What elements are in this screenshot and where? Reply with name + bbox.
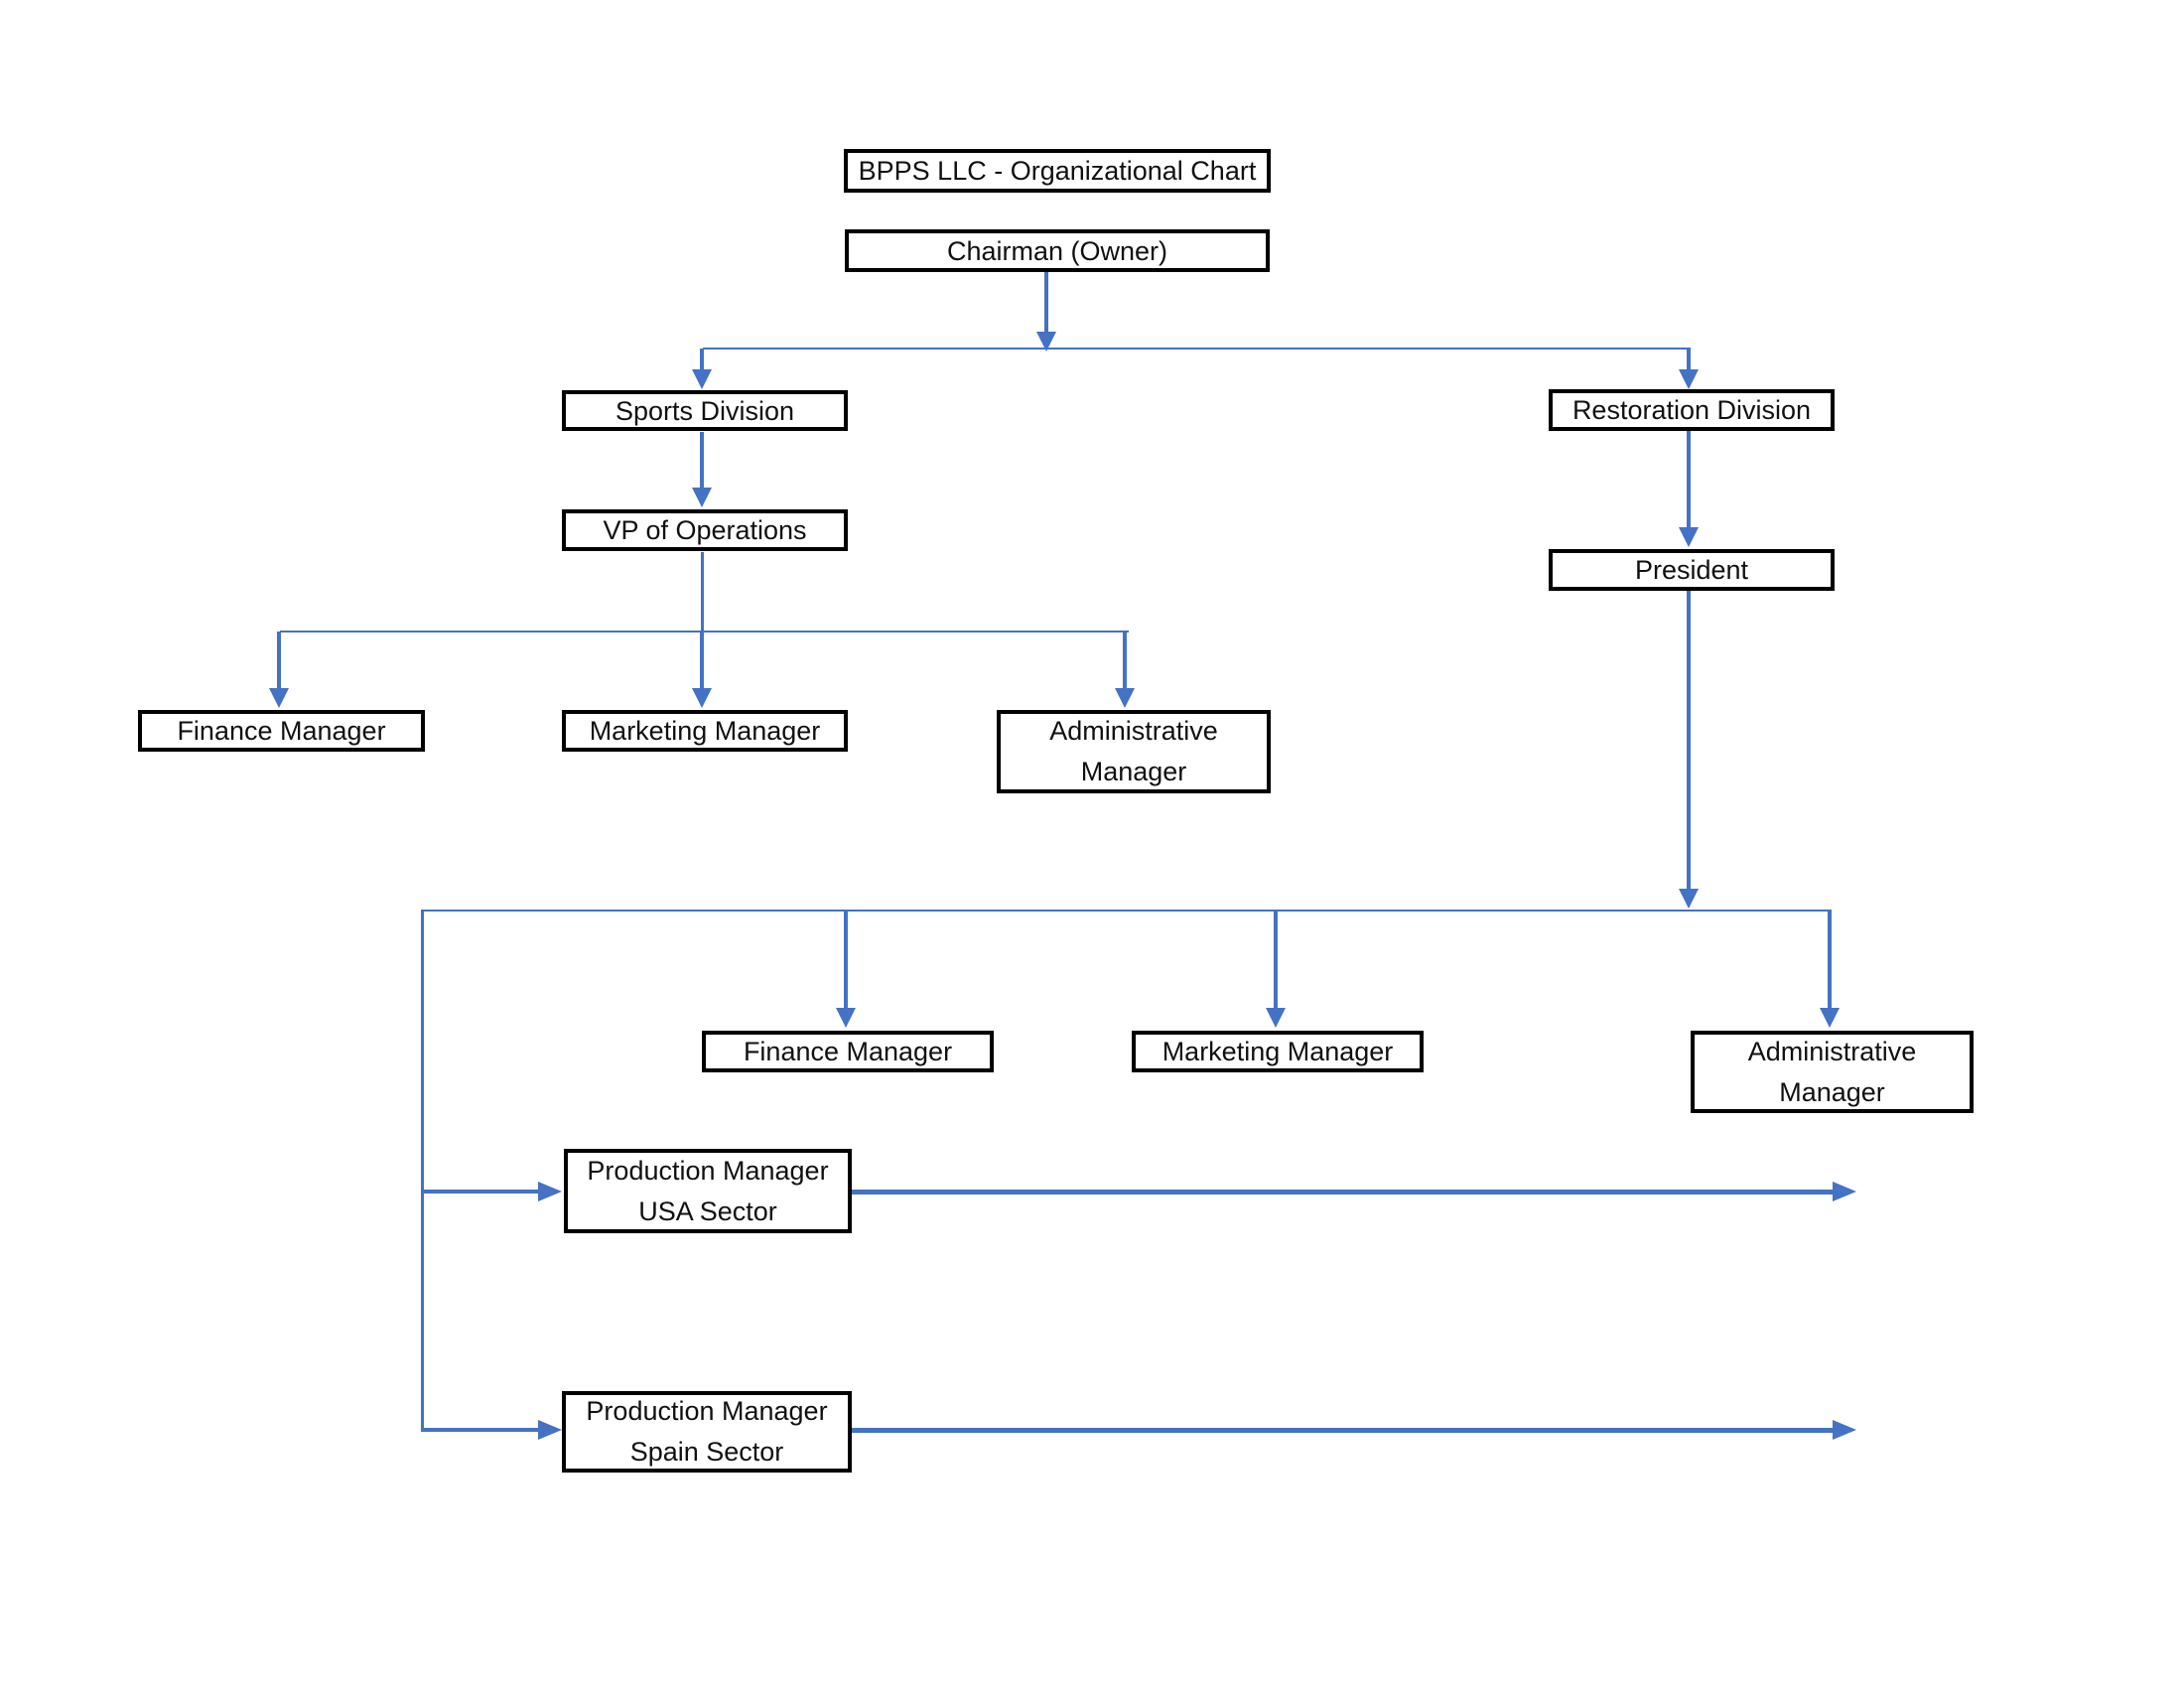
production-manager-usa-label-line1: Production Manager (587, 1155, 829, 1186)
restoration-marketing-manager-box: Marketing Manager (1132, 1031, 1424, 1072)
restoration-administrative-manager-label-line2: Manager (1779, 1076, 1885, 1107)
arrowhead-sports-finance (269, 688, 289, 708)
arrowhead-usa-in (538, 1182, 562, 1201)
sports-administrative-manager-label-line1: Administrative (1049, 716, 1218, 746)
connector-division-branch-line (703, 348, 1691, 350)
president-label: President (1634, 555, 1749, 585)
chart-title-box: BPPS LLC - Organizational Chart (844, 149, 1271, 193)
arrowhead-restoration-marketing (1266, 1008, 1286, 1028)
connector-restoration-to-president (1687, 431, 1691, 527)
connector-sports-to-vp (700, 432, 704, 489)
connector-sports-finance-drop (277, 632, 281, 689)
production-manager-usa-box: Production Manager USA Sector (564, 1149, 852, 1233)
vp-of-operations-box: VP of Operations (562, 509, 848, 551)
arrowhead-president-branch (1679, 889, 1699, 909)
restoration-marketing-manager-label: Marketing Manager (1161, 1037, 1394, 1066)
arrowhead-sports-division (692, 369, 712, 389)
arrowhead-sports-marketing (692, 688, 712, 708)
connector-usa-out-line (852, 1190, 1833, 1195)
vp-of-operations-label: VP of Operations (603, 515, 807, 545)
arrowhead-usa-out (1833, 1182, 1856, 1201)
restoration-finance-manager-label: Finance Manager (743, 1037, 953, 1066)
sports-division-box: Sports Division (562, 390, 848, 431)
chairman-box: Chairman (Owner) (845, 229, 1270, 272)
connector-sports-admin-drop (1123, 632, 1127, 689)
connector-restoration-admin-drop (1828, 911, 1832, 1009)
connector-vp-down (701, 552, 704, 632)
arrowhead-restoration-admin (1820, 1008, 1840, 1028)
sports-administrative-manager-label-line2: Manager (1080, 757, 1187, 786)
connector-vp-branch-line (280, 631, 1129, 633)
connector-usa-stub (421, 1190, 540, 1194)
connector-sports-division-drop (700, 349, 704, 371)
president-box: President (1549, 549, 1835, 591)
sports-marketing-manager-label: Marketing Manager (589, 716, 821, 746)
restoration-division-label: Restoration Division (1571, 395, 1812, 425)
arrowhead-chairman-down (1036, 332, 1056, 352)
arrowhead-sports-admin (1115, 688, 1135, 708)
connector-president-down (1687, 591, 1691, 891)
connector-president-branch-line (421, 910, 1832, 912)
sports-division-label: Sports Division (614, 395, 795, 426)
sports-finance-manager-box: Finance Manager (138, 710, 425, 752)
connector-sports-marketing-drop (700, 632, 704, 689)
connector-left-rail (421, 910, 424, 1432)
production-manager-usa-label-line2: USA Sector (638, 1196, 777, 1226)
chart-title-label: BPPS LLC - Organizational Chart (858, 156, 1257, 186)
connector-spain-stub (421, 1428, 540, 1432)
arrowhead-vp-of-operations (692, 488, 712, 507)
production-manager-spain-label-line1: Production Manager (586, 1396, 828, 1426)
restoration-finance-manager-box: Finance Manager (702, 1031, 994, 1072)
sports-finance-manager-label: Finance Manager (177, 716, 386, 746)
restoration-division-box: Restoration Division (1549, 389, 1835, 431)
chairman-label: Chairman (Owner) (946, 235, 1168, 266)
production-manager-spain-box: Production Manager Spain Sector (562, 1391, 852, 1473)
connector-chairman-down (1044, 272, 1048, 334)
connector-restoration-finance-drop (844, 911, 848, 1009)
restoration-administrative-manager-box: Administrative Manager (1691, 1031, 1974, 1113)
production-manager-spain-label-line2: Spain Sector (629, 1437, 784, 1467)
connector-spain-out-line (852, 1428, 1833, 1433)
sports-administrative-manager-box: Administrative Manager (997, 710, 1271, 793)
arrowhead-spain-in (538, 1420, 562, 1440)
restoration-administrative-manager-label-line1: Administrative (1747, 1036, 1917, 1066)
connector-restoration-division-drop (1687, 349, 1691, 371)
arrowhead-spain-out (1833, 1420, 1856, 1440)
arrowhead-restoration-division (1679, 369, 1699, 389)
arrowhead-president (1679, 527, 1699, 547)
connector-restoration-marketing-drop (1274, 911, 1278, 1009)
arrowhead-restoration-finance (836, 1008, 856, 1028)
sports-marketing-manager-box: Marketing Manager (562, 710, 848, 752)
